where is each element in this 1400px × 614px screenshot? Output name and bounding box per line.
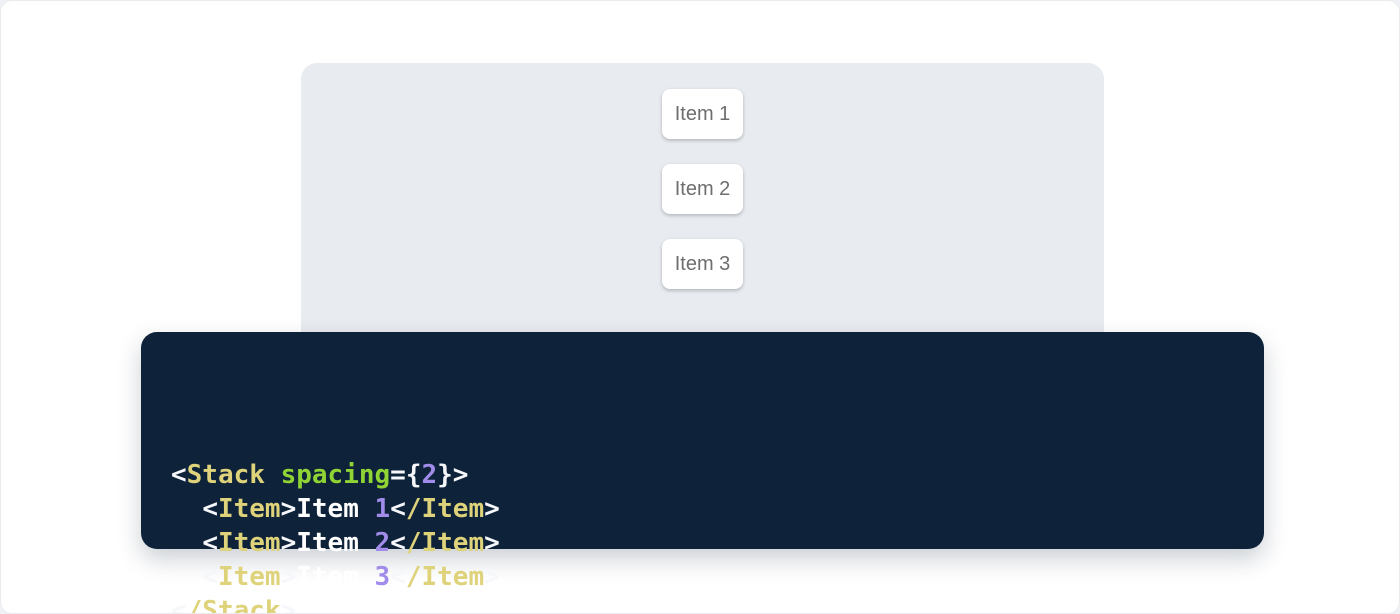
code-token-text: Item (296, 562, 375, 592)
code-token-number: 1 (374, 494, 391, 524)
code-token-tag: Item (217, 528, 281, 558)
code-token-punctuation: < (390, 528, 406, 558)
code-token-punctuation: > (280, 562, 297, 592)
code-token-punctuation: > (484, 528, 500, 558)
code-token-punctuation: < (202, 494, 218, 524)
code-token-punctuation: > (280, 596, 297, 614)
code-line: </Stack> (171, 594, 1234, 614)
code-token-punctuation: < (202, 562, 218, 592)
code-token-tag: Item (217, 562, 281, 592)
code-token-tag: Stack (186, 460, 265, 490)
code-token-text (171, 562, 202, 592)
code-token-punctuation: < (390, 494, 406, 524)
code-lines: <Stack spacing={2}> <Item>Item 1</Item> … (171, 356, 1234, 614)
code-token-punctuation: > (484, 494, 500, 524)
code-token-punctuation: > (484, 562, 500, 592)
code-line: <Item>Item 3</Item> (171, 560, 1234, 594)
stack-demo: Item 1 Item 2 Item 3 (301, 89, 1104, 289)
code-token-tag: /Item (405, 562, 485, 592)
code-token-attr: spacing (280, 460, 391, 490)
code-block: <Stack spacing={2}> <Item>Item 1</Item> … (141, 332, 1264, 613)
code-token-tag: Item (217, 494, 281, 524)
code-token-punctuation: < (171, 460, 187, 490)
code-token-number: 2 (374, 528, 391, 558)
code-token-text: Item (296, 528, 375, 558)
code-token-punctuation: < (171, 596, 187, 614)
code-token-tag: /Item (405, 528, 485, 558)
code-token-text: Item (296, 494, 375, 524)
stack-item: Item 3 (661, 239, 744, 289)
code-token-text (171, 528, 202, 558)
code-token-tag: /Stack (186, 596, 281, 614)
code-line: <Item>Item 1</Item> (171, 492, 1234, 526)
code-token-punctuation: < (202, 528, 218, 558)
code-line: <Item>Item 2</Item> (171, 526, 1234, 560)
code-line: <Stack spacing={2}> (171, 458, 1234, 492)
code-token-punctuation: > (280, 528, 297, 558)
code-token-number: 3 (374, 562, 391, 592)
code-token-tag: /Item (405, 494, 485, 524)
stack-item: Item 1 (661, 89, 744, 139)
code-token-punctuation: }> (437, 460, 469, 490)
code-token-punctuation: < (390, 562, 406, 592)
code-token-punctuation: > (280, 494, 297, 524)
code-token-text (171, 494, 202, 524)
stack-demo-panel: Item 1 Item 2 Item 3 (301, 63, 1104, 363)
code-token-punctuation: ={ (390, 460, 422, 490)
stack-item: Item 2 (661, 164, 744, 214)
code-token-number: 2 (421, 460, 438, 490)
code-token-text (265, 460, 281, 490)
